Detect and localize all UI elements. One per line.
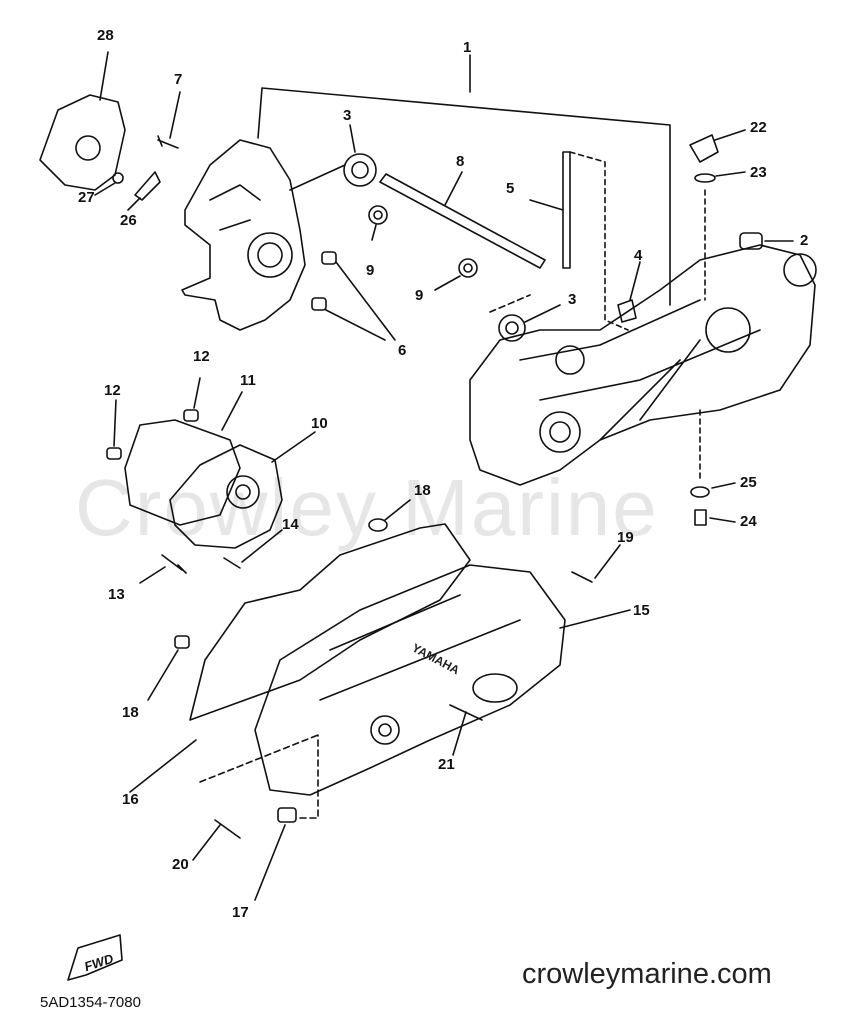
part-code: 5AD1354-7080 [40,994,141,1011]
part-17-dowel [277,807,297,823]
part-5-rod [562,151,571,269]
callout-13: 13 [108,586,125,603]
part-25-washer [690,486,710,498]
callout-12-lower: 12 [104,382,121,399]
part-6-dowel-upper [321,251,337,265]
part-12-dowel-lower [106,447,122,460]
callout-4: 4 [634,247,643,264]
callout-9-upper: 9 [366,262,375,279]
right-crankcase [469,244,816,486]
part-20-bolt [214,819,241,839]
part-10-cover [169,444,283,549]
callout-1: 1 [463,39,472,56]
fwd-arrow-icon [67,934,123,981]
leader-1 [257,54,671,306]
callout-26: 26 [120,212,137,229]
part-24-drain-bolt [694,509,707,526]
part-3-bearing-lower [498,314,526,342]
part-3-bearing-upper [343,153,377,187]
callout-11: 11 [240,372,256,389]
callout-3-upper: 3 [343,107,352,124]
callout-25: 25 [740,474,757,491]
callout-6: 6 [398,342,407,359]
part-16-gasket [189,523,471,721]
part-18-dowel-upper [368,518,388,532]
part-14-bolt [223,557,241,569]
part-22-plug [689,134,719,163]
callout-12-upper: 12 [193,348,210,365]
part-6-dowel-lower [311,297,327,311]
callout-2: 2 [800,232,809,249]
callout-22: 22 [750,119,767,136]
callout-27: 27 [78,189,95,206]
part-13-bolt [161,554,187,574]
callout-8: 8 [456,153,465,170]
part-4-fitting [617,299,637,323]
part-23-oring [694,173,716,183]
part-11-gasket [124,419,241,526]
callout-10: 10 [311,415,328,432]
callout-23: 23 [750,164,767,181]
callout-9-lower: 9 [415,287,424,304]
callout-21: 21 [438,756,455,773]
part-7-bolt [157,135,179,149]
callout-20: 20 [172,856,189,873]
callout-7: 7 [174,71,183,88]
callout-17: 17 [232,904,249,921]
callout-14: 14 [282,516,299,533]
part-19-bolt [571,571,593,583]
callout-18-upper: 18 [414,482,431,499]
part-15-cover [254,564,566,796]
callout-5: 5 [506,180,515,197]
part-27-screw [112,172,124,184]
callout-19: 19 [617,529,634,546]
part-9-seal-lower [458,258,478,278]
part-26-clip [134,171,161,201]
callout-3-lower: 3 [568,291,577,308]
callout-24: 24 [740,513,757,530]
callout-15: 15 [633,602,650,619]
part-9-seal-upper [368,205,388,225]
part-28-gasket [39,94,126,191]
site-url: crowleymarine.com [522,958,772,990]
part-2-dowel [739,232,763,250]
callout-16: 16 [122,791,139,808]
part-12-dowel-upper [183,409,199,422]
callout-18-lower: 18 [122,704,139,721]
part-18-dowel-lower [174,635,190,649]
callout-28: 28 [97,27,114,44]
left-crankcase [181,139,306,331]
part-8-shaft [379,173,546,269]
